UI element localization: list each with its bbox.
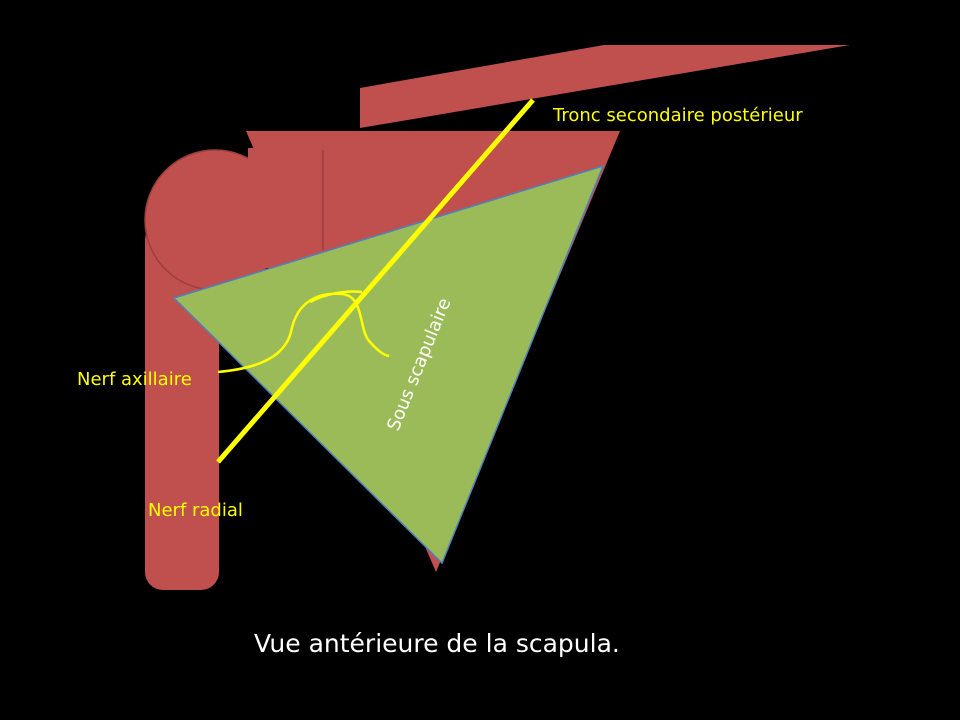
radial-nerve-line [216, 98, 535, 464]
nerf-axillaire-label: Nerf axillaire [77, 369, 192, 390]
subscapularis-muscle-shape [172, 164, 605, 565]
tronc-secondaire-label: Tronc secondaire postérieur [552, 105, 803, 126]
caption-text: Vue antérieure de la scapula. [254, 629, 620, 658]
axillary-nerve-path [217, 292, 390, 374]
clavicle-shape [360, 45, 850, 128]
glenoid-neck-shape [248, 148, 328, 268]
axillary-nerve-branch-path [309, 290, 363, 304]
nerf-radial-label: Nerf radial [148, 500, 243, 521]
